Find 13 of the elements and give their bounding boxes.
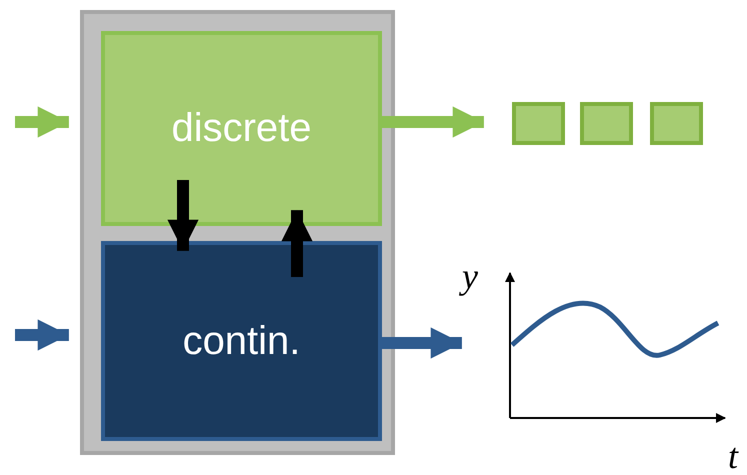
arrow (15, 106, 69, 138)
axis-label: t (728, 438, 738, 474)
node-label: discrete (171, 106, 312, 151)
square-box (650, 102, 703, 145)
arrow (281, 210, 313, 277)
process-box (101, 241, 382, 441)
square-box (580, 102, 633, 145)
node-label: contin. (182, 318, 300, 364)
process-box (101, 31, 382, 226)
square-box (512, 102, 565, 145)
container-box (80, 10, 395, 455)
arrow (167, 180, 199, 251)
arrow (15, 319, 69, 351)
